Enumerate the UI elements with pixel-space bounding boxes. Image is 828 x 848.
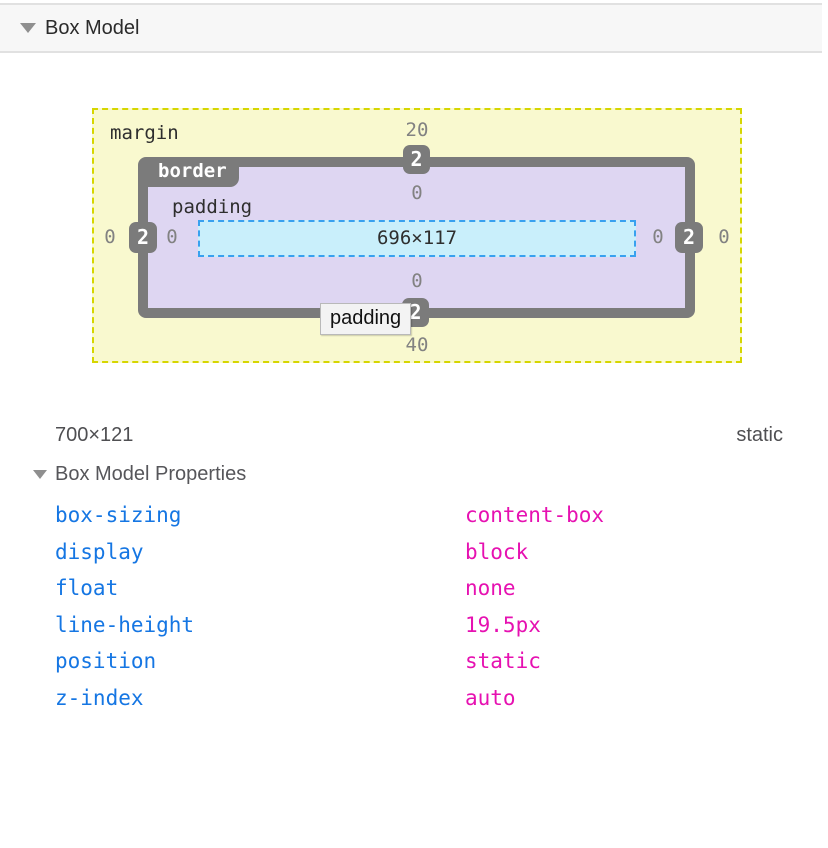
property-name: display <box>55 539 144 564</box>
property-value[interactable]: auto <box>465 685 516 710</box>
property-value[interactable]: content-box <box>465 503 605 527</box>
element-position-value: static <box>736 424 783 446</box>
property-row[interactable]: position static <box>55 649 775 686</box>
padding-label: padding <box>172 196 253 218</box>
properties-list: box-sizing content-box display block flo… <box>55 503 775 722</box>
property-value[interactable]: block <box>465 539 529 564</box>
padding-left-value[interactable]: 0 <box>166 226 178 248</box>
property-row[interactable]: line-height 19.5px <box>55 613 775 650</box>
margin-region[interactable]: margin border padding 696×117 20 2 0 0 2… <box>92 108 742 363</box>
section-title: Box Model <box>45 16 140 39</box>
margin-label: margin <box>110 122 179 144</box>
properties-disclosure-triangle-icon[interactable] <box>33 470 47 479</box>
box-model-section-header[interactable]: Box Model <box>0 3 822 53</box>
property-value[interactable]: 19.5px <box>465 612 541 637</box>
content-region[interactable]: 696×117 <box>198 220 636 257</box>
border-top-value-badge[interactable]: 2 <box>403 145 430 174</box>
property-name: float <box>55 576 119 600</box>
property-row[interactable]: box-sizing content-box <box>55 503 775 540</box>
property-name: line-height <box>55 612 195 637</box>
element-dimensions: 700×121 <box>55 424 134 446</box>
property-value[interactable]: none <box>465 576 516 600</box>
property-row[interactable]: display block <box>55 540 775 577</box>
box-model-properties-header[interactable]: Box Model Properties <box>33 463 246 486</box>
property-name: z-index <box>55 685 144 710</box>
properties-title: Box Model Properties <box>55 463 247 485</box>
margin-right-value[interactable]: 0 <box>718 226 730 248</box>
border-right-value-badge[interactable]: 2 <box>675 222 703 253</box>
margin-top-value[interactable]: 20 <box>405 119 429 141</box>
property-name: box-sizing <box>55 503 182 527</box>
padding-bottom-value[interactable]: 0 <box>411 270 423 292</box>
margin-bottom-value[interactable]: 40 <box>405 334 429 356</box>
property-name: position <box>55 649 157 673</box>
padding-top-value[interactable]: 0 <box>411 182 423 204</box>
padding-right-value[interactable]: 0 <box>652 226 664 248</box>
property-row[interactable]: z-index auto <box>55 686 775 723</box>
border-left-value-badge[interactable]: 2 <box>129 222 157 253</box>
border-label: border <box>148 158 239 187</box>
margin-left-value[interactable]: 0 <box>104 226 116 248</box>
property-value[interactable]: static <box>465 649 541 673</box>
property-row[interactable]: float none <box>55 576 775 613</box>
disclosure-triangle-icon[interactable] <box>20 23 36 33</box>
padding-tooltip: padding <box>320 303 412 335</box>
